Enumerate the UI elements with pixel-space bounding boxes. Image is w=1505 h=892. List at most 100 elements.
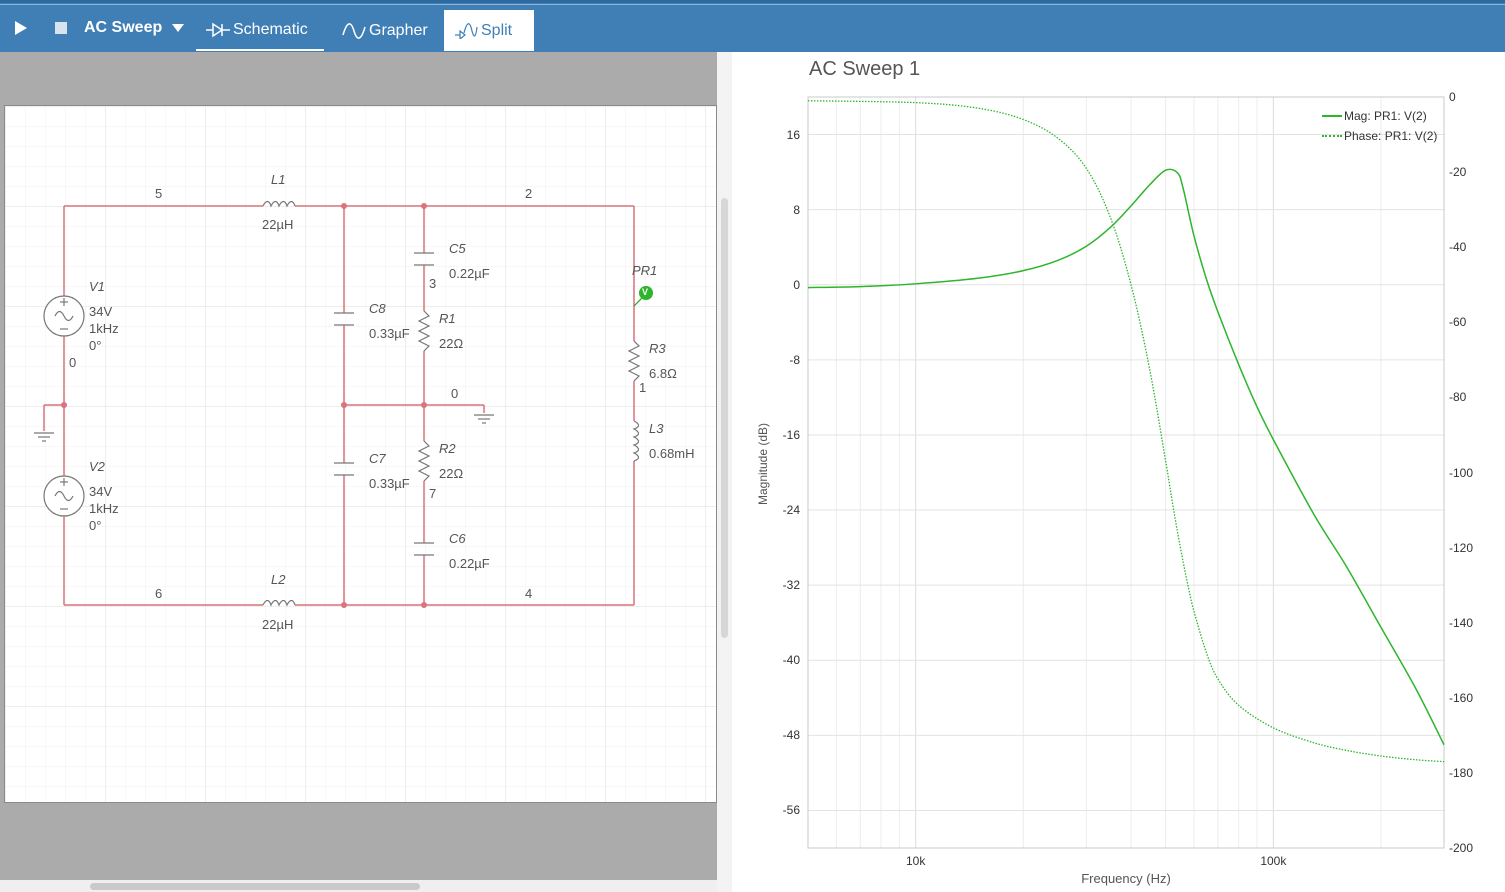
label-pr1: PR1 bbox=[632, 263, 658, 278]
y2-tick-label: 0 bbox=[1449, 90, 1456, 104]
series-line-0 bbox=[807, 168, 1445, 746]
value-v2-phase: 0° bbox=[89, 518, 102, 533]
schematic-pane: 5 2 0 3 0 1 7 6 4 L1 22µH L2 22µH C5 0.2… bbox=[0, 52, 732, 892]
capacitor-c6-symbol[interactable] bbox=[414, 542, 434, 556]
chart-title: AC Sweep 1 bbox=[809, 58, 921, 80]
tab-schematic[interactable]: Schematic bbox=[196, 10, 324, 51]
tab-grapher[interactable]: Grapher bbox=[332, 10, 440, 51]
split-view-icon bbox=[455, 22, 478, 39]
horizontal-scrollbar[interactable] bbox=[90, 883, 420, 890]
legend-item[interactable]: Mag: PR1: V(2) bbox=[1322, 106, 1437, 126]
y2-tick-label: -60 bbox=[1449, 315, 1467, 330]
capacitor-c8-symbol[interactable] bbox=[334, 312, 354, 326]
y2-tick-label: -20 bbox=[1449, 165, 1467, 180]
node-label-3: 3 bbox=[429, 276, 437, 291]
value-c6: 0.22µF bbox=[449, 556, 490, 571]
node-label-2: 2 bbox=[525, 186, 533, 201]
node-label-6: 6 bbox=[155, 586, 163, 601]
y2-tick-label: -80 bbox=[1449, 390, 1467, 405]
label-l2: L2 bbox=[271, 572, 286, 587]
resistor-r1-symbol[interactable] bbox=[417, 310, 431, 352]
resistor-r3-symbol[interactable] bbox=[627, 340, 641, 382]
plot-border bbox=[807, 96, 1445, 849]
tab-grapher-label: Grapher bbox=[369, 21, 428, 39]
label-v1: V1 bbox=[89, 279, 105, 294]
capacitor-c7-symbol[interactable] bbox=[334, 462, 354, 476]
junction-dots bbox=[61, 203, 427, 608]
capacitor-c5-symbol[interactable] bbox=[414, 252, 434, 266]
y2-tick-label: -200 bbox=[1449, 841, 1474, 855]
value-r3: 6.8Ω bbox=[649, 366, 677, 381]
node-label-4: 4 bbox=[525, 586, 533, 601]
y-tick-label: 16 bbox=[786, 127, 800, 142]
label-l3: L3 bbox=[649, 421, 664, 436]
node-label-0-mid: 0 bbox=[451, 386, 459, 401]
tab-schematic-label: Schematic bbox=[233, 20, 308, 38]
legend-label: Phase: PR1: V(2) bbox=[1344, 129, 1438, 143]
play-icon bbox=[15, 20, 27, 35]
run-button[interactable] bbox=[14, 3, 28, 52]
analysis-mode-dropdown[interactable]: AC Sweep bbox=[84, 3, 185, 52]
label-c6: C6 bbox=[449, 531, 466, 546]
y-tick-label: 8 bbox=[793, 202, 800, 217]
y-tick-label: -32 bbox=[782, 578, 800, 593]
legend[interactable]: Mag: PR1: V(2) Phase: PR1: V(2) bbox=[1322, 106, 1437, 146]
value-v1-phase: 0° bbox=[89, 338, 102, 353]
value-c7: 0.33µF bbox=[369, 476, 410, 491]
inductor-l3-symbol[interactable] bbox=[632, 420, 640, 462]
y-tick-label: -56 bbox=[782, 803, 800, 818]
stop-button[interactable] bbox=[55, 3, 67, 52]
vertical-scrollbar[interactable] bbox=[721, 198, 728, 638]
inductor-l1-symbol[interactable] bbox=[262, 200, 296, 208]
y2-tick-label: -40 bbox=[1449, 240, 1467, 255]
y2-tick-label: -140 bbox=[1449, 615, 1474, 630]
inductor-l2-symbol[interactable] bbox=[262, 599, 296, 607]
legend-item[interactable]: Phase: PR1: V(2) bbox=[1322, 126, 1437, 146]
chart-plot[interactable] bbox=[732, 52, 1505, 892]
y-tick-label: -24 bbox=[782, 503, 800, 518]
toolbar-highlight-line bbox=[0, 4, 1505, 5]
value-v2-freq: 1kHz bbox=[89, 501, 119, 516]
analysis-mode-label: AC Sweep bbox=[84, 18, 163, 36]
value-v1-amp: 34V bbox=[89, 304, 113, 319]
label-c5: C5 bbox=[449, 241, 466, 256]
ground-icon[interactable] bbox=[474, 414, 494, 424]
probe-badge: V bbox=[642, 287, 649, 297]
tab-split[interactable]: Split bbox=[444, 10, 534, 51]
label-r3: R3 bbox=[649, 341, 666, 356]
label-c8: C8 bbox=[369, 301, 386, 316]
legend-swatch-solid bbox=[1322, 115, 1342, 117]
node-label-1: 1 bbox=[639, 380, 647, 395]
label-r2: R2 bbox=[439, 441, 456, 456]
schematic-drawing bbox=[5, 106, 716, 802]
schematic-canvas[interactable]: 5 2 0 3 0 1 7 6 4 L1 22µH L2 22µH C5 0.2… bbox=[4, 105, 717, 803]
y-tick-label: -16 bbox=[782, 427, 800, 442]
sine-wave-icon bbox=[342, 22, 366, 39]
value-l3: 0.68mH bbox=[649, 446, 695, 461]
label-c7: C7 bbox=[369, 451, 386, 466]
legend-swatch-dotted bbox=[1322, 135, 1342, 137]
y2-tick-label: -100 bbox=[1449, 465, 1474, 480]
y2-tick-label: -120 bbox=[1449, 540, 1474, 555]
value-v2-amp: 34V bbox=[89, 484, 113, 499]
chevron-down-icon bbox=[172, 23, 185, 32]
value-r2: 22Ω bbox=[439, 466, 464, 481]
toolbar: AC Sweep Schematic Grapher Split bbox=[0, 0, 1505, 52]
resistor-r2-symbol[interactable] bbox=[417, 440, 431, 482]
source-v2-symbol[interactable] bbox=[43, 475, 85, 517]
y2-tick-label: -180 bbox=[1449, 765, 1474, 780]
y-tick-label: -48 bbox=[782, 728, 800, 743]
ground-icon[interactable] bbox=[34, 432, 54, 442]
diode-icon bbox=[206, 22, 230, 37]
x-axis-label: Frequency (Hz) bbox=[1081, 871, 1171, 886]
source-v1-symbol[interactable] bbox=[43, 295, 85, 337]
label-v2: V2 bbox=[89, 459, 105, 474]
node-label-7: 7 bbox=[429, 486, 437, 501]
wires bbox=[43, 205, 635, 606]
label-r1: R1 bbox=[439, 311, 456, 326]
probe-pr1[interactable] bbox=[633, 286, 653, 307]
x-tick-label: 10k bbox=[905, 854, 926, 868]
value-l2: 22µH bbox=[262, 617, 294, 632]
y2-tick-label: -160 bbox=[1449, 690, 1474, 705]
